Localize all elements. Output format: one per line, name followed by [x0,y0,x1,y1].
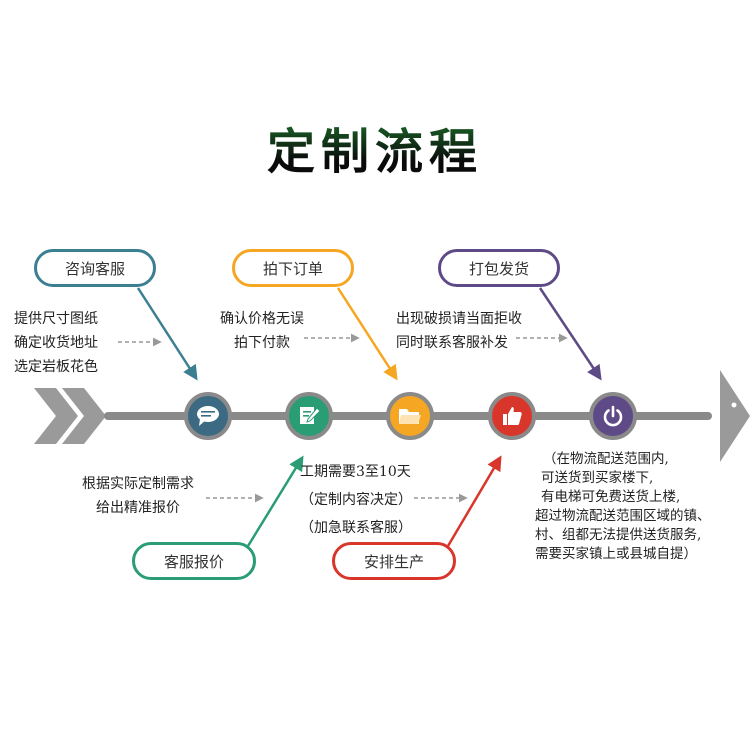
step-ship-pill: 打包发货 [438,249,560,287]
connector-order [336,287,398,381]
connector-consult [136,287,198,381]
note-consult-line: 确定收货地址 [14,335,98,351]
note-delivery-line: 村、组都无法提供送货服务, [535,527,702,543]
step-order-pill: 拍下订单 [232,249,354,287]
step-produce-label: 安排生产 [363,552,424,571]
step-quote-label: 客服报价 [163,552,224,571]
node-ship [589,392,637,440]
note-ship-line: 同时联系客服补发 [396,335,508,351]
start-chevrons [34,388,106,444]
node-produce [488,392,536,440]
folder-icon [399,409,421,424]
note-quote-line: 根据实际定制需求 [82,476,194,492]
node-order [386,392,434,440]
note-delivery: （在物流配送范围内, 可送货到买家楼下, 有电梯可免费送货上楼, 超过物流配送范… [535,450,711,564]
connector-produce [446,455,502,547]
chat-bubble-icon [197,406,219,426]
node-consult [184,392,232,440]
note-quote: 根据实际定制需求 给出精准报价 [68,472,208,520]
note-delivery-line: 有电梯可免费送货上楼, [541,489,681,505]
note-delivery-line: 需要买家镇上或县城自提） [535,546,697,562]
pencil-icon [300,407,321,424]
note-consult: 提供尺寸图纸 确定收货地址 选定岩板花色 [14,307,98,379]
note-ship: 出现破损请当面拒收 同时联系客服补发 [396,307,522,355]
note-order: 确认价格无误 拍下付款 [208,307,316,355]
connector-quote [246,455,304,547]
note-produce-line: （定制内容决定） [300,492,412,508]
note-delivery-line: （在物流配送范围内, [543,451,669,467]
note-produce: 工期需要3至10天 （定制内容决定） （加急联系客服） [300,458,412,542]
note-ship-line: 出现破损请当面拒收 [396,311,522,327]
step-produce-pill: 安排生产 [332,542,456,580]
timeline-end-arrow [720,370,750,462]
step-consult-label: 咨询客服 [64,259,125,278]
step-ship-label: 打包发货 [468,259,529,278]
note-produce-line: （加急联系客服） [300,520,412,536]
note-order-line: 确认价格无误 [220,311,304,327]
note-order-line: 拍下付款 [234,335,290,351]
note-delivery-line: 超过物流配送范围区域的镇、 [535,508,711,524]
step-quote-pill: 客服报价 [132,542,256,580]
note-delivery-line: 可送货到买家楼下, [541,470,654,486]
node-quote [285,392,333,440]
note-produce-line: 工期需要3至10天 [300,464,411,480]
step-consult-pill: 咨询客服 [34,249,156,287]
connector-ship [538,287,602,381]
power-icon [603,405,623,427]
note-consult-line: 选定岩板花色 [14,359,98,375]
note-consult-line: 提供尺寸图纸 [14,311,98,327]
page-title: 定制流程 [0,112,750,182]
thumbs-up-icon [503,407,522,425]
note-quote-line: 给出精准报价 [96,500,180,516]
step-order-label: 拍下订单 [262,259,323,278]
